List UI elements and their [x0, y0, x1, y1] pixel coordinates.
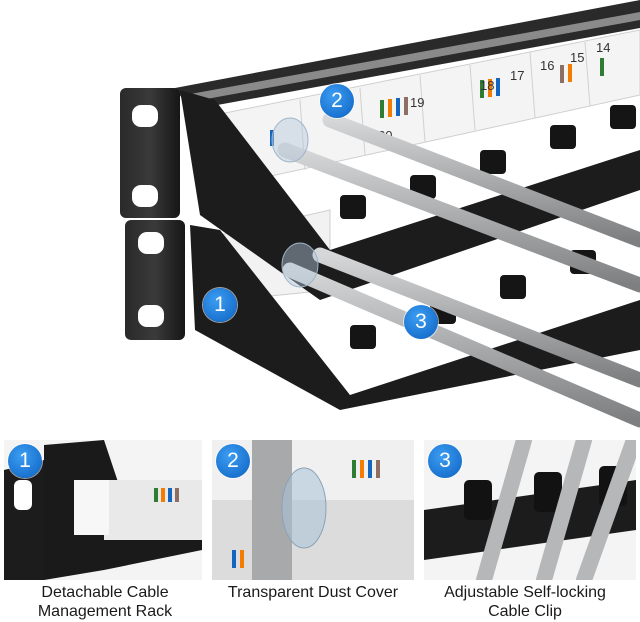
- caption-line: Adjustable Self-locking: [444, 584, 606, 601]
- upper-management-rack: [180, 90, 640, 300]
- dust-cover-lower: [281, 242, 319, 288]
- caption-dust-cover: Transparent Dust Cover: [208, 583, 418, 602]
- port-number-16: 16: [540, 58, 554, 73]
- callout-badge-1: 1: [203, 288, 237, 322]
- port-number-19: 19: [410, 95, 424, 110]
- feature-badge-2: 2: [216, 444, 250, 478]
- patch-panel-illustration: 20 19 18 17 16 15 14: [120, 0, 640, 428]
- caption-line: Transparent Dust Cover: [227, 584, 399, 601]
- mounting-ear-lower: [125, 220, 185, 340]
- port-number-15: 15: [570, 50, 584, 65]
- port-number-18: 18: [480, 78, 494, 93]
- feature-panel-cable-clip: 3: [424, 440, 636, 580]
- feature-panel-rack: 1: [4, 440, 202, 580]
- feature-badge-1: 1: [8, 444, 42, 478]
- cable-clip-closeup-illustration: [424, 440, 636, 580]
- caption-detachable-rack: Detachable Cable Management Rack: [0, 583, 210, 621]
- caption-cable-clip: Adjustable Self-locking Cable Clip: [420, 583, 630, 621]
- port-number-17: 17: [510, 68, 524, 83]
- dust-cover-upper: [271, 117, 309, 163]
- port-number-14: 14: [596, 40, 610, 55]
- hero-product-photo: 20 19 18 17 16 15 14: [120, 0, 640, 428]
- feature-panel-dust-cover: 2: [212, 440, 414, 580]
- caption-line: Cable Clip: [488, 603, 562, 620]
- caption-line: Management Rack: [37, 603, 173, 620]
- callout-badge-3: 3: [404, 305, 438, 339]
- callout-badge-2: 2: [320, 84, 354, 118]
- caption-line: Detachable Cable: [41, 584, 169, 601]
- feature-badge-3: 3: [428, 444, 462, 478]
- mounting-ear-upper: [120, 88, 180, 218]
- patch-cables: [277, 112, 640, 428]
